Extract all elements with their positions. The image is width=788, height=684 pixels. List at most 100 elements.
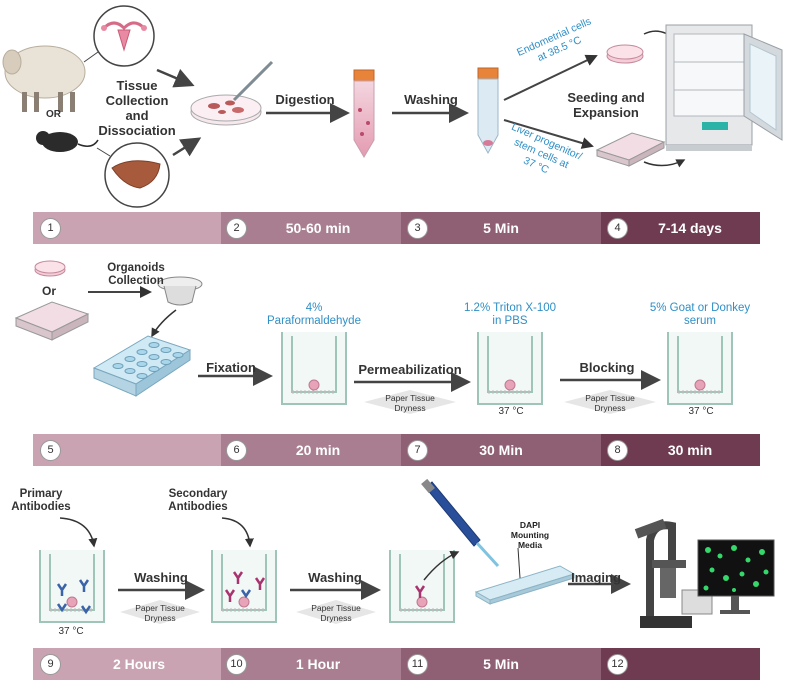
washing-label-2: Washing [134,570,188,585]
washing-label-1: Washing [404,92,458,107]
well-plate-icon [595,132,666,167]
triton-line: 1.2% Triton X-100 [463,302,557,314]
transwell-icon [281,332,347,405]
dapi-label: DAPI Mounting Media [500,520,560,550]
dryness-line: Dryness [594,403,626,413]
step-number: 6 [226,440,247,461]
transwell-icon [477,332,543,405]
seeding-line: Seeding and [567,90,645,105]
timeline-1: 1 2 3 4 50-60 min 5 Min 7-14 days [33,212,760,244]
incubator-icon [665,24,783,151]
secondary-antibodies-label: Secondary Antibodies [156,488,240,514]
mouse-icon [36,131,99,152]
or-label-2: Or [42,284,57,298]
dapi-line: Mounting [510,530,550,540]
temperature-label: 37 °C [688,406,714,417]
seeding-line: Expansion [573,105,639,120]
primary-antibodies-label: Primary Antibodies [4,488,78,514]
step-number: 7 [407,440,428,461]
timeline-segment [33,212,221,244]
step-number: 10 [226,654,247,675]
step-number: 3 [407,218,428,239]
step-number: 11 [407,654,428,675]
pfa-label: 4% Paraformaldehyde [256,302,372,328]
tube-icon [353,69,375,158]
triton-line: in PBS [492,315,528,327]
step-number: 5 [40,440,61,461]
timeline-segment [401,434,601,466]
pipette-icon [421,478,500,568]
dryness-line: Dryness [394,403,426,413]
organoids-line: Organoids [107,262,165,274]
triton-label: 1.2% Triton X-100 in PBS [452,302,568,328]
organoids-line: Collection [108,275,164,287]
dryness-label: Paper Tissue Dryness [570,393,650,413]
dryness-line: Dryness [144,613,176,623]
tissue-label-line: Dissociation [98,123,176,138]
timeline-segment [221,212,401,244]
timeline-segment [401,648,601,680]
dryness-line: Paper Tissue [135,603,185,613]
dryness-line: Paper Tissue [385,393,435,403]
well-plate-icon [92,335,192,397]
petri-dish-icon [606,44,644,64]
serum-line: serum [684,315,716,327]
blocking-label: Blocking [579,360,635,375]
step-duration: 5 Min [483,220,519,236]
timeline-segment [33,434,221,466]
step-number: 9 [40,654,61,675]
monitor-icon [697,539,775,614]
step-number: 4 [607,218,628,239]
step-number: 2 [226,218,247,239]
primary-line: Primary [19,488,63,500]
microscope-icon [634,518,692,628]
tissue-label-line: Tissue [116,78,158,93]
liver-icon [96,142,170,208]
dryness-line: Dryness [320,613,352,623]
serum-line: 5% Goat or Donkey [649,302,751,314]
tissue-collection-label: Tissue Collection and Dissociation [92,78,182,138]
serum-label: 5% Goat or Donkey serum [630,302,770,328]
antibody-icon [240,589,252,599]
step-duration: 7-14 days [658,220,722,236]
temperature-label: 37 °C [498,406,524,417]
step-duration: 20 min [295,442,341,458]
dryness-label: Paper Tissue Dryness [120,603,200,623]
or-label-1: OR [46,109,61,120]
step-number: 8 [607,440,628,461]
petri-dish-icon [190,94,262,126]
pfa-line: 4% [305,302,323,314]
timeline-segment [221,648,401,680]
temperature-label: 37 °C [58,626,84,637]
timeline-2: 5 6 7 8 20 min 30 Min 30 min [33,434,760,466]
secondary-line: Antibodies [168,501,228,513]
scalpel-icon [232,60,274,102]
timeline-3: 9 10 11 12 2 Hours 1 Hour 5 Min [33,648,760,680]
petri-dish-icon [34,260,66,277]
dryness-label: Paper Tissue Dryness [370,393,450,413]
dryness-label: Paper Tissue Dryness [296,603,376,623]
secondary-line: Secondary [168,488,228,500]
dryness-line: Paper Tissue [311,603,361,613]
step-duration: 5 Min [483,656,519,672]
organoids-collection-label: Organoids Collection [96,262,176,288]
transwell-icon [389,550,455,623]
seeding-expansion-label: Seeding and Expansion [556,90,656,120]
antibody-icon [224,571,266,602]
step-duration: 30 Min [479,442,523,458]
step-number: 1 [40,218,61,239]
dapi-line: Media [517,540,543,550]
tube-icon [477,67,499,155]
antibody-icon [414,585,426,598]
step-number: 12 [607,654,628,675]
strainer-icon [157,276,203,306]
primary-line: Antibodies [11,501,71,513]
step-duration: 1 Hour [295,656,341,672]
antibody-icon [56,579,92,615]
timeline-segment [401,212,601,244]
dapi-line: DAPI [519,520,541,530]
digestion-label: Digestion [275,92,335,107]
